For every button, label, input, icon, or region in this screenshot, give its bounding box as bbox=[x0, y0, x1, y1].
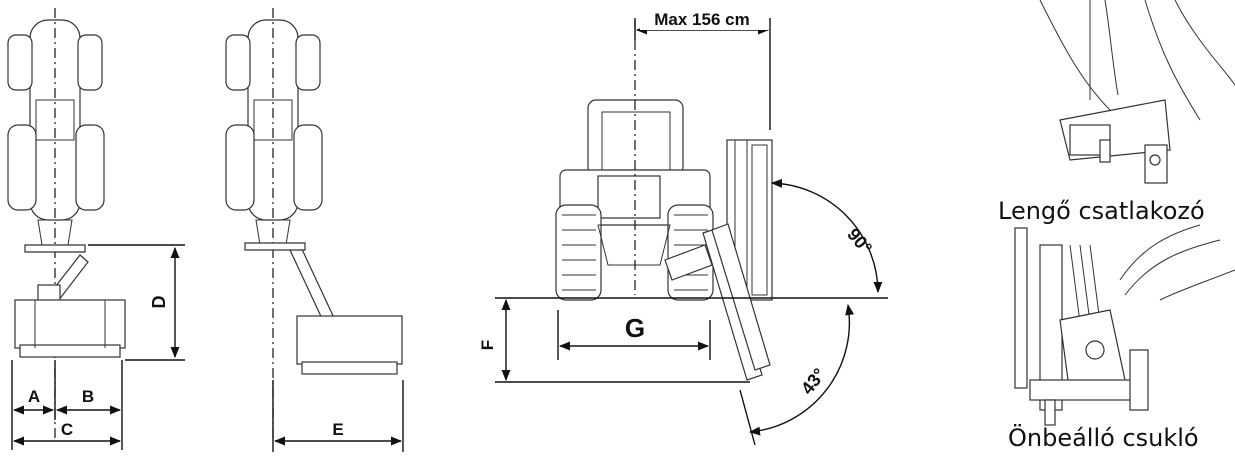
pendulum-hitch-illustration bbox=[1039, 0, 1235, 184]
self-aligning-joint-illustration bbox=[1014, 224, 1235, 426]
label-c: C bbox=[61, 420, 73, 439]
mower-head bbox=[296, 315, 403, 375]
top-view-transport: D A B C bbox=[7, 8, 185, 450]
label-a: A bbox=[28, 387, 40, 406]
tractor-top-view bbox=[225, 19, 323, 246]
tractor-rear-view bbox=[555, 99, 714, 301]
tractor-top-view bbox=[7, 19, 105, 246]
caption-self-aligning-joint: Önbeálló csukló bbox=[1008, 424, 1199, 452]
angle-90-arc bbox=[770, 178, 883, 294]
label-e: E bbox=[332, 420, 343, 439]
mower-arm bbox=[24, 244, 89, 306]
label-b: B bbox=[82, 387, 94, 406]
top-view-extended: E bbox=[225, 8, 404, 452]
label-max-reach: Max 156 cm bbox=[654, 10, 749, 29]
label-d: D bbox=[149, 296, 169, 309]
label-g: G bbox=[625, 313, 645, 343]
angle-43-arc bbox=[748, 303, 855, 436]
label-f: F bbox=[478, 340, 497, 350]
mower-head bbox=[14, 299, 126, 358]
max-reach-label-bg bbox=[640, 8, 768, 30]
mower-arm bbox=[244, 242, 336, 326]
rear-view: Max 156 cm F G 90° 43° bbox=[478, 8, 888, 446]
caption-pendulum-hitch: Lengő csatlakozó bbox=[998, 197, 1205, 225]
